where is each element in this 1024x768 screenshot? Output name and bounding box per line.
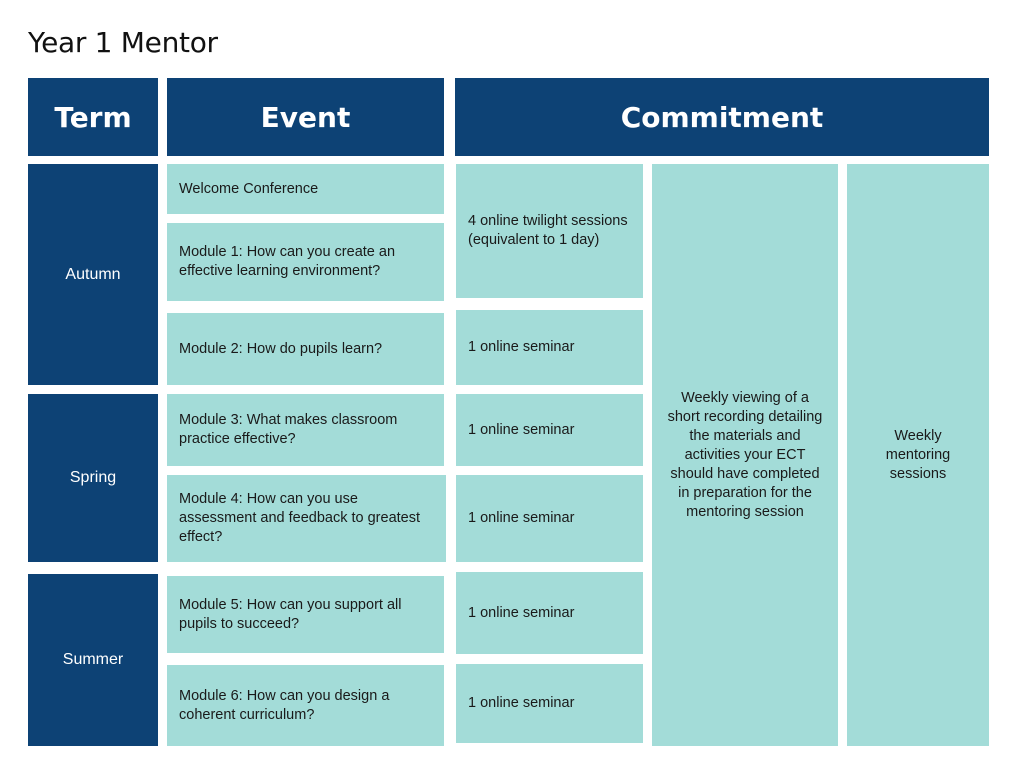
event-module-6: Module 6: How can you design a coherent … xyxy=(167,665,444,746)
event-module-2: Module 2: How do pupils learn? xyxy=(167,313,444,385)
event-welcome-conference: Welcome Conference xyxy=(167,164,444,214)
session-seminar-module-2: 1 online seminar xyxy=(456,310,643,385)
session-seminar-module-5: 1 online seminar xyxy=(456,572,643,654)
session-seminar-module-6: 1 online seminar xyxy=(456,664,643,743)
header-term: Term xyxy=(28,78,158,156)
term-autumn: Autumn xyxy=(28,164,158,385)
weekly-viewing-cell: Weekly viewing of a short recording deta… xyxy=(652,164,838,746)
header-event: Event xyxy=(167,78,444,156)
session-online-twilight: 4 online twilight sessions (equivalent t… xyxy=(456,164,643,298)
session-seminar-module-3: 1 online seminar xyxy=(456,394,643,466)
event-module-5: Module 5: How can you support all pupils… xyxy=(167,576,444,653)
event-module-3: Module 3: What makes classroom practice … xyxy=(167,394,444,466)
header-commitment: Commitment xyxy=(455,78,989,156)
session-seminar-module-4: 1 online seminar xyxy=(456,475,643,562)
weekly-mentoring-cell: Weekly mentoring sessions xyxy=(847,164,989,746)
event-module-4: Module 4: How can you use assessment and… xyxy=(167,475,446,562)
term-summer: Summer xyxy=(28,574,158,746)
event-module-1: Module 1: How can you create an effectiv… xyxy=(167,223,444,301)
term-spring: Spring xyxy=(28,394,158,562)
page-title: Year 1 Mentor xyxy=(28,26,218,59)
